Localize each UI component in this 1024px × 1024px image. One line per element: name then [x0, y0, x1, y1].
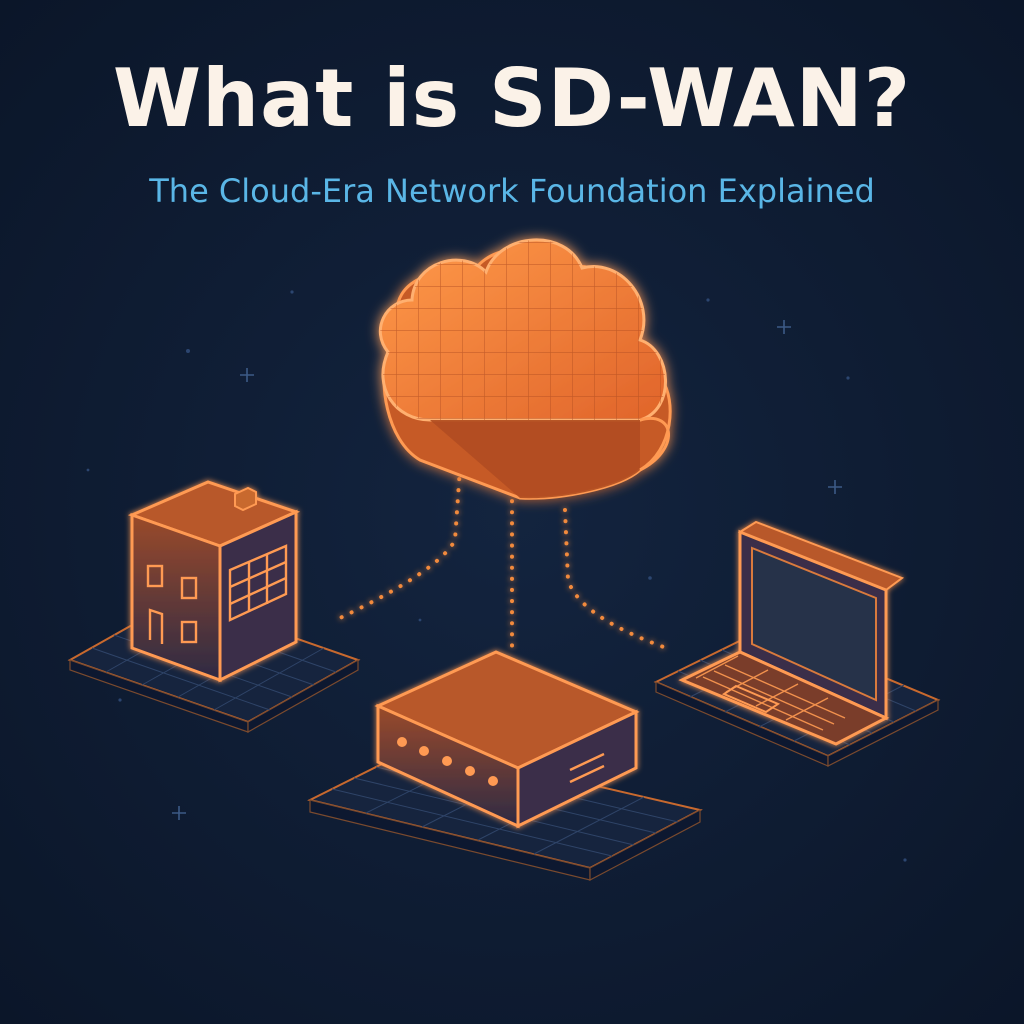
building-icon [127, 480, 301, 683]
router-icon [374, 650, 640, 829]
star-decorations [172, 320, 842, 820]
cloud-icon [378, 238, 672, 500]
page-subtitle: The Cloud-Era Network Foundation Explain… [149, 172, 875, 210]
laptop-icon [678, 520, 905, 746]
connection-lines [338, 466, 674, 654]
page-title: What is SD-WAN? [112, 52, 912, 145]
router-leds [397, 737, 498, 786]
connection-laptop [563, 508, 674, 652]
connection-building [338, 466, 462, 620]
